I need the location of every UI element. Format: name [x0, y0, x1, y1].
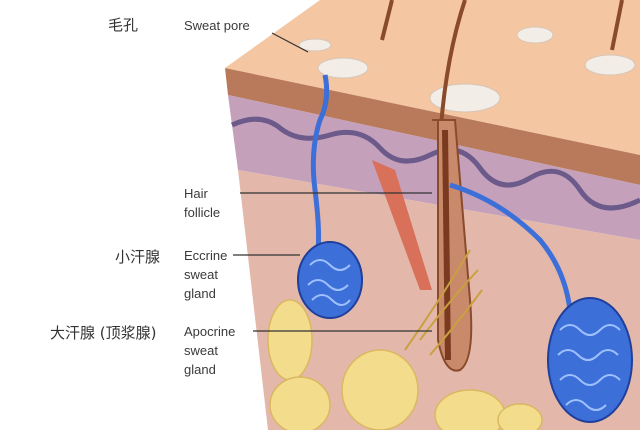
sweat-pore-label: Sweat pore — [184, 18, 250, 33]
apocrine-label-line2: sweat — [184, 343, 218, 358]
apocrine-label-line3: gland — [184, 362, 216, 377]
eccrine-gland-coil — [297, 241, 363, 319]
eccrine-duct — [310, 74, 330, 251]
dermal-papillae — [230, 116, 640, 211]
apocrine-label-zh: 大汗腺 (顶浆腺) — [50, 324, 157, 342]
eccrine-label-line1: Eccrine — [184, 248, 228, 263]
nerve-endings — [404, 249, 483, 356]
apocrine-duct — [449, 182, 573, 311]
sweat-pore-label-zh: 毛孔 — [108, 16, 139, 34]
hair-follicle-label-line2: follicle — [184, 205, 221, 220]
hair-root — [442, 129, 451, 361]
hair-follicle-label-line1: Hair — [184, 186, 208, 201]
apocrine-gland-coil — [547, 297, 633, 423]
surface-pores — [298, 26, 636, 113]
eccrine-label-zh: 小汗腺 — [115, 248, 161, 266]
leader-lines — [233, 32, 432, 332]
dermis-layer — [228, 95, 640, 240]
eccrine-label-line2: sweat — [184, 267, 218, 282]
apocrine-label-line1: Apocrine — [184, 324, 236, 339]
fat-tissue — [267, 299, 543, 430]
eccrine-label-line3: gland — [184, 286, 216, 301]
